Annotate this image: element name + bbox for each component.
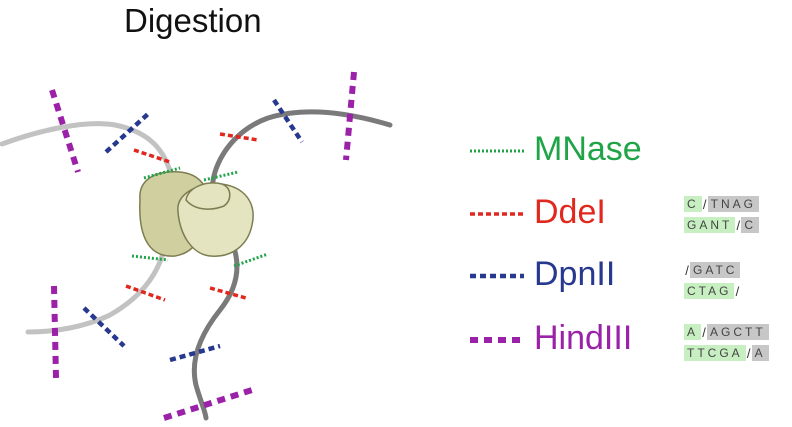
seq-segment: TNAG bbox=[707, 196, 760, 212]
cut-slash: / bbox=[702, 324, 706, 340]
ddei-bottom-strand: GANT/C bbox=[684, 217, 760, 233]
cut-slash: / bbox=[702, 196, 707, 212]
cut-slash: / bbox=[736, 217, 741, 233]
hindiii-bottom-strand: TTCGA/A bbox=[684, 345, 769, 361]
legend-label-dpnii: DpnII bbox=[534, 255, 616, 293]
dpnii-top-strand: /GATC bbox=[684, 262, 741, 278]
mnase-cut-mark bbox=[203, 170, 239, 182]
legend-label-mnase: MNase bbox=[534, 130, 642, 168]
nucleosome-top-lobe bbox=[185, 182, 231, 210]
nucleosome bbox=[139, 171, 254, 257]
dpnii-cut-mark bbox=[82, 306, 126, 348]
seq-segment: A bbox=[751, 345, 769, 361]
dna-strand-dark-lower bbox=[191, 239, 240, 421]
seq-segment: AGCTT bbox=[707, 324, 769, 340]
diagram-title: Digestion bbox=[124, 2, 262, 39]
ddei-cut-mark bbox=[219, 132, 259, 142]
dpnii-cut-mark bbox=[272, 98, 304, 144]
ddei-cut-mark bbox=[209, 286, 247, 300]
legend-swatches bbox=[470, 149, 524, 343]
hindiii-top-strand: A/AGCTT bbox=[684, 324, 769, 340]
legend-label-hindiii: HindIII bbox=[534, 319, 633, 357]
mnase-cut-sites bbox=[131, 166, 269, 268]
seq-segment: C bbox=[684, 196, 702, 212]
seq-segment: CTAG bbox=[684, 283, 735, 299]
dpnii-cut-mark bbox=[169, 343, 221, 363]
dpnii-recognition-sequence: /GATC CTAG/ bbox=[684, 262, 741, 299]
cut-slash: / bbox=[746, 345, 751, 361]
ddei-recognition-sequence: C/TNAG GANT/C bbox=[684, 196, 760, 233]
ddei-cut-mark bbox=[133, 148, 171, 164]
ddei-cut-sites bbox=[125, 132, 259, 302]
legend-label-ddei: DdeI bbox=[534, 193, 606, 231]
seq-segment: A bbox=[684, 324, 702, 340]
seq-segment: GATC bbox=[690, 262, 741, 278]
ddei-top-strand: C/TNAG bbox=[684, 196, 760, 212]
hindiii-cut-mark bbox=[343, 71, 357, 161]
dpnii-bottom-strand: CTAG/ bbox=[684, 283, 740, 299]
hindiii-recognition-sequence: A/AGCTT TTCGA/A bbox=[684, 324, 769, 361]
dpnii-cut-sites bbox=[82, 98, 304, 363]
hindiii-cut-sites bbox=[49, 71, 357, 421]
hindiii-cut-mark bbox=[163, 387, 253, 421]
cut-slash: / bbox=[735, 283, 740, 299]
dna-strand-dark bbox=[209, 109, 393, 203]
hindiii-cut-mark bbox=[51, 285, 59, 379]
seq-segment: TTCGA bbox=[684, 345, 746, 361]
seq-segment: C bbox=[741, 217, 760, 233]
hindiii-cut-mark bbox=[49, 89, 81, 173]
cut-slash: / bbox=[685, 262, 689, 278]
seq-segment: GANT bbox=[684, 217, 736, 233]
ddei-cut-mark bbox=[125, 284, 166, 302]
